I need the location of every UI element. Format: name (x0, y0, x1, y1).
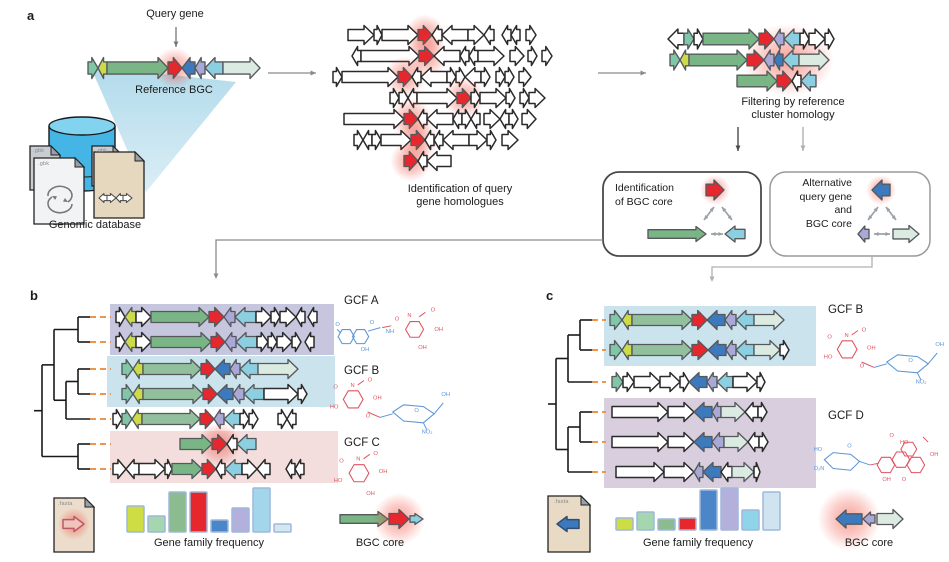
gcf-a-label: GCF A (344, 295, 379, 307)
svg-text:OH: OH (366, 491, 375, 497)
bgc-core-glyph-c (817, 487, 904, 551)
gcf-rows-b (112, 306, 318, 480)
panel-c-label: c (546, 288, 554, 303)
svg-text:OH: OH (935, 342, 944, 348)
svg-text:O: O (889, 433, 894, 439)
fasta-doc-c (547, 494, 592, 553)
svg-text:O: O (908, 358, 913, 364)
gene-family-frequency-c (615, 487, 781, 531)
svg-text:HO: HO (900, 440, 909, 446)
svg-text:HO: HO (824, 354, 833, 360)
svg-text:OH: OH (379, 469, 388, 475)
svg-text:O: O (847, 443, 852, 449)
fasta-file-label-c: .fasta (554, 499, 569, 505)
svg-text:O: O (862, 327, 867, 333)
svg-text:OH: OH (418, 345, 427, 351)
gbk-file-label: .gbk (96, 148, 108, 154)
svg-text:O: O (368, 377, 373, 383)
dendrogram-c (548, 319, 606, 473)
flow-arrow (598, 70, 646, 76)
gcf-bands-c (604, 306, 816, 488)
svg-text:N: N (356, 457, 360, 463)
svg-text:O: O (827, 335, 832, 341)
reference-bgc-cluster (87, 47, 261, 89)
svg-text:OH: OH (361, 347, 370, 353)
database-beam (90, 66, 236, 192)
gbk-file-label: .gbk (33, 148, 45, 154)
svg-text:O: O (902, 477, 907, 483)
reference-bgc-label: Reference BGC (135, 84, 213, 96)
flow-arrow (735, 127, 741, 151)
filtering-caption: Filtering by reference cluster homology (741, 96, 845, 122)
query-gene-label: Query gene (146, 8, 204, 20)
homologues-caption: Identification of query gene homologues (407, 183, 513, 209)
svg-text:NO₂: NO₂ (916, 380, 927, 386)
gbk-file-label: .gbk (38, 161, 50, 167)
gene-family-frequency-b (126, 487, 292, 533)
flow-arrow (268, 70, 316, 76)
panel-a-label: a (27, 8, 35, 23)
genomic-database-icon (29, 116, 146, 225)
filtered-clusters (667, 28, 835, 92)
bgc-core-caption-c: BGC core (844, 537, 894, 549)
svg-text:O: O (431, 307, 436, 313)
flow-arrow (800, 127, 806, 151)
svg-text:OH: OH (434, 327, 443, 333)
svg-text:OH: OH (441, 392, 450, 398)
svg-text:OH: OH (882, 477, 890, 483)
svg-text:O: O (414, 408, 419, 414)
fasta-doc-b (53, 496, 96, 553)
svg-text:HO: HO (334, 478, 343, 484)
svg-text:O: O (366, 413, 371, 419)
bgc-core-box-caption: Identification of BGC core (615, 182, 674, 208)
svg-text:HO: HO (814, 447, 823, 453)
gcf-b-label: GCF B (344, 365, 380, 377)
gcf-a-structure: O O OH NH N O OH OH O (335, 307, 443, 353)
gcf-rows-c (609, 309, 790, 483)
gcf-d-label-c: GCF D (828, 410, 864, 422)
bgc-core-boxes (602, 171, 931, 257)
svg-text:N: N (845, 333, 849, 339)
svg-text:O₂N: O₂N (814, 466, 825, 472)
frequency-caption-c: Gene family frequency (642, 537, 754, 549)
frequency-caption-b: Gene family frequency (153, 537, 265, 549)
svg-text:O: O (370, 320, 375, 326)
svg-text:O: O (395, 316, 400, 322)
gcf-c-structure: O HO N O OH OH (334, 451, 388, 497)
homolog-clusters (332, 14, 553, 182)
svg-text:HO: HO (330, 404, 339, 410)
gcf-b-label-c: GCF B (828, 304, 864, 316)
svg-text:N: N (407, 313, 411, 319)
genomic-database-label: Genomic database (48, 219, 142, 231)
svg-text:NO₂: NO₂ (422, 430, 433, 436)
bgc-core-glyph-b (339, 493, 425, 545)
svg-text:O: O (339, 458, 344, 464)
svg-text:O: O (373, 451, 378, 457)
svg-text:OH: OH (373, 395, 382, 401)
svg-text:OH: OH (930, 452, 938, 458)
gcf-c-label: GCF C (344, 437, 380, 449)
svg-text:O: O (860, 363, 865, 369)
panel-connectors (213, 239, 873, 282)
svg-text:O: O (335, 322, 340, 328)
flow-arrow (173, 27, 179, 47)
svg-text:N: N (351, 383, 355, 389)
dendrogram-b (34, 316, 111, 470)
panel-b-label: b (30, 288, 38, 303)
svg-text:OH: OH (867, 345, 876, 351)
svg-text:NH: NH (386, 329, 394, 335)
alt-query-box-caption: Alternative query gene and BGC core (799, 177, 852, 230)
svg-text:O: O (333, 385, 338, 391)
bgc-core-caption-b: BGC core (355, 537, 405, 549)
fasta-file-label: .fasta (58, 501, 73, 507)
